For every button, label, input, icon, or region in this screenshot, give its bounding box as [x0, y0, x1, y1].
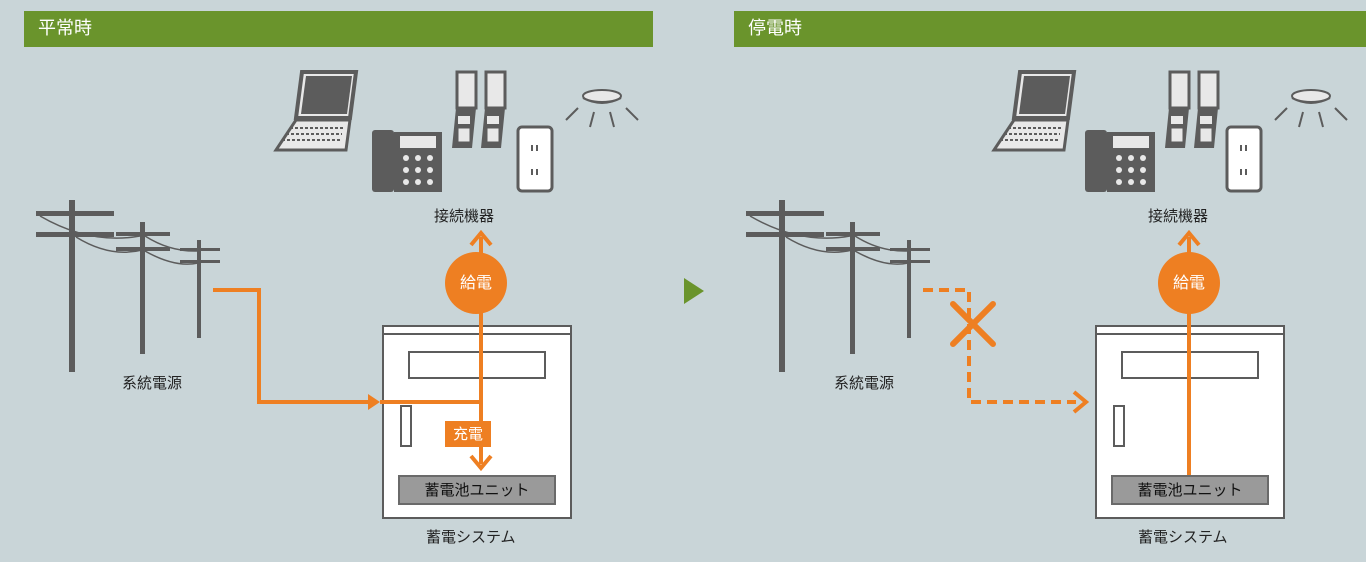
grid-to-system-flow — [213, 288, 481, 410]
utility-pole-icon — [36, 200, 220, 372]
panel-header-normal: 平常時 — [24, 11, 653, 47]
supply-badge: 給電 — [1158, 252, 1220, 314]
ceiling-light-icon — [1274, 89, 1348, 128]
interrupted-grid-flow — [923, 288, 1090, 414]
outlet-icon — [516, 125, 554, 193]
mobile-phone-icon — [452, 70, 507, 148]
charge-badge: 充電 — [445, 421, 492, 447]
laptop-icon — [273, 70, 359, 152]
transition-arrow-icon — [684, 278, 704, 304]
phone-icon — [1085, 130, 1155, 192]
battery-unit-label: 蓄電池ユニット — [1111, 475, 1269, 505]
supply-badge: 給電 — [445, 252, 507, 314]
grid-power-label: 系統電源 — [834, 374, 895, 392]
grid-power-label: 系統電源 — [122, 374, 183, 392]
storage-system-label: 蓄電システム — [426, 528, 516, 546]
panel-header-outage: 停電時 — [734, 11, 1366, 47]
normal-operation-panel: 平常時 — [0, 0, 660, 562]
outage-panel: 停電時 — [710, 0, 1366, 562]
ceiling-light-icon — [565, 89, 639, 128]
utility-pole-icon — [746, 200, 930, 372]
outlet-icon — [1225, 125, 1263, 193]
laptop-icon — [991, 70, 1077, 152]
phone-icon — [372, 130, 442, 192]
connected-devices-label: 接続機器 — [434, 207, 495, 225]
connected-devices-label: 接続機器 — [1148, 207, 1209, 225]
storage-system-label: 蓄電システム — [1138, 528, 1228, 546]
battery-unit-label: 蓄電池ユニット — [398, 475, 556, 505]
normal-diagram-graphics — [36, 70, 639, 519]
mobile-phone-icon — [1165, 70, 1220, 148]
cross-mark-icon — [950, 301, 996, 347]
